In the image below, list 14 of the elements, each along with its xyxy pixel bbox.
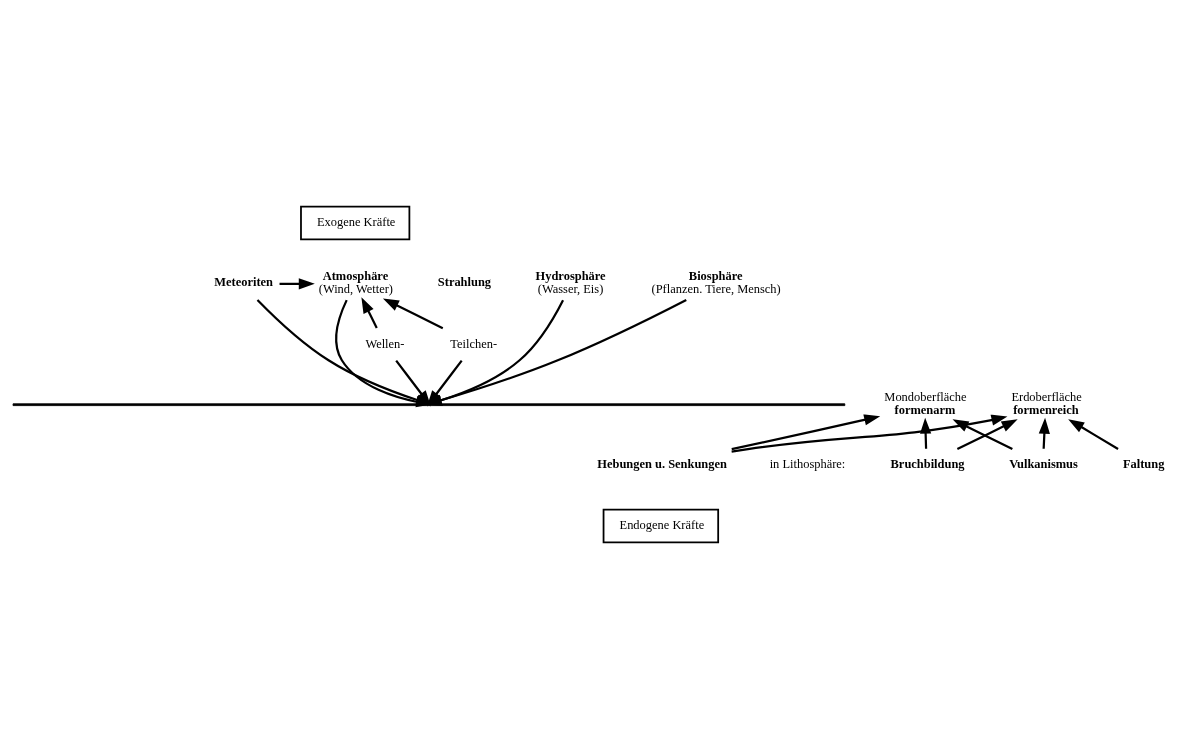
node-text: Biosphäre (Pflanzen. Tiere, Mensch) bbox=[651, 269, 781, 296]
node-text: Erdoberfläche formenreich bbox=[1011, 390, 1082, 417]
node-text: Mondoberfläche formenarm bbox=[884, 390, 967, 417]
node-text: Hebungen u. Senkungen bbox=[597, 456, 727, 471]
node-text: Strahlung bbox=[437, 275, 492, 290]
node-text: Hydrosphäre (Wasser, Eis) bbox=[535, 269, 606, 296]
node-text: Wellen- bbox=[365, 336, 405, 351]
node-text: Teilchen- bbox=[450, 336, 498, 351]
node-text: Bruchbildung bbox=[890, 456, 965, 471]
node-text: Atmosphäre (Wind, Wetter) bbox=[318, 269, 394, 296]
label: in Lithosphäre: bbox=[769, 457, 846, 472]
node-text: Meteoriten bbox=[214, 275, 274, 290]
node-text: Vulkanismus bbox=[1009, 456, 1078, 471]
node-text: Faltung bbox=[1122, 456, 1165, 471]
